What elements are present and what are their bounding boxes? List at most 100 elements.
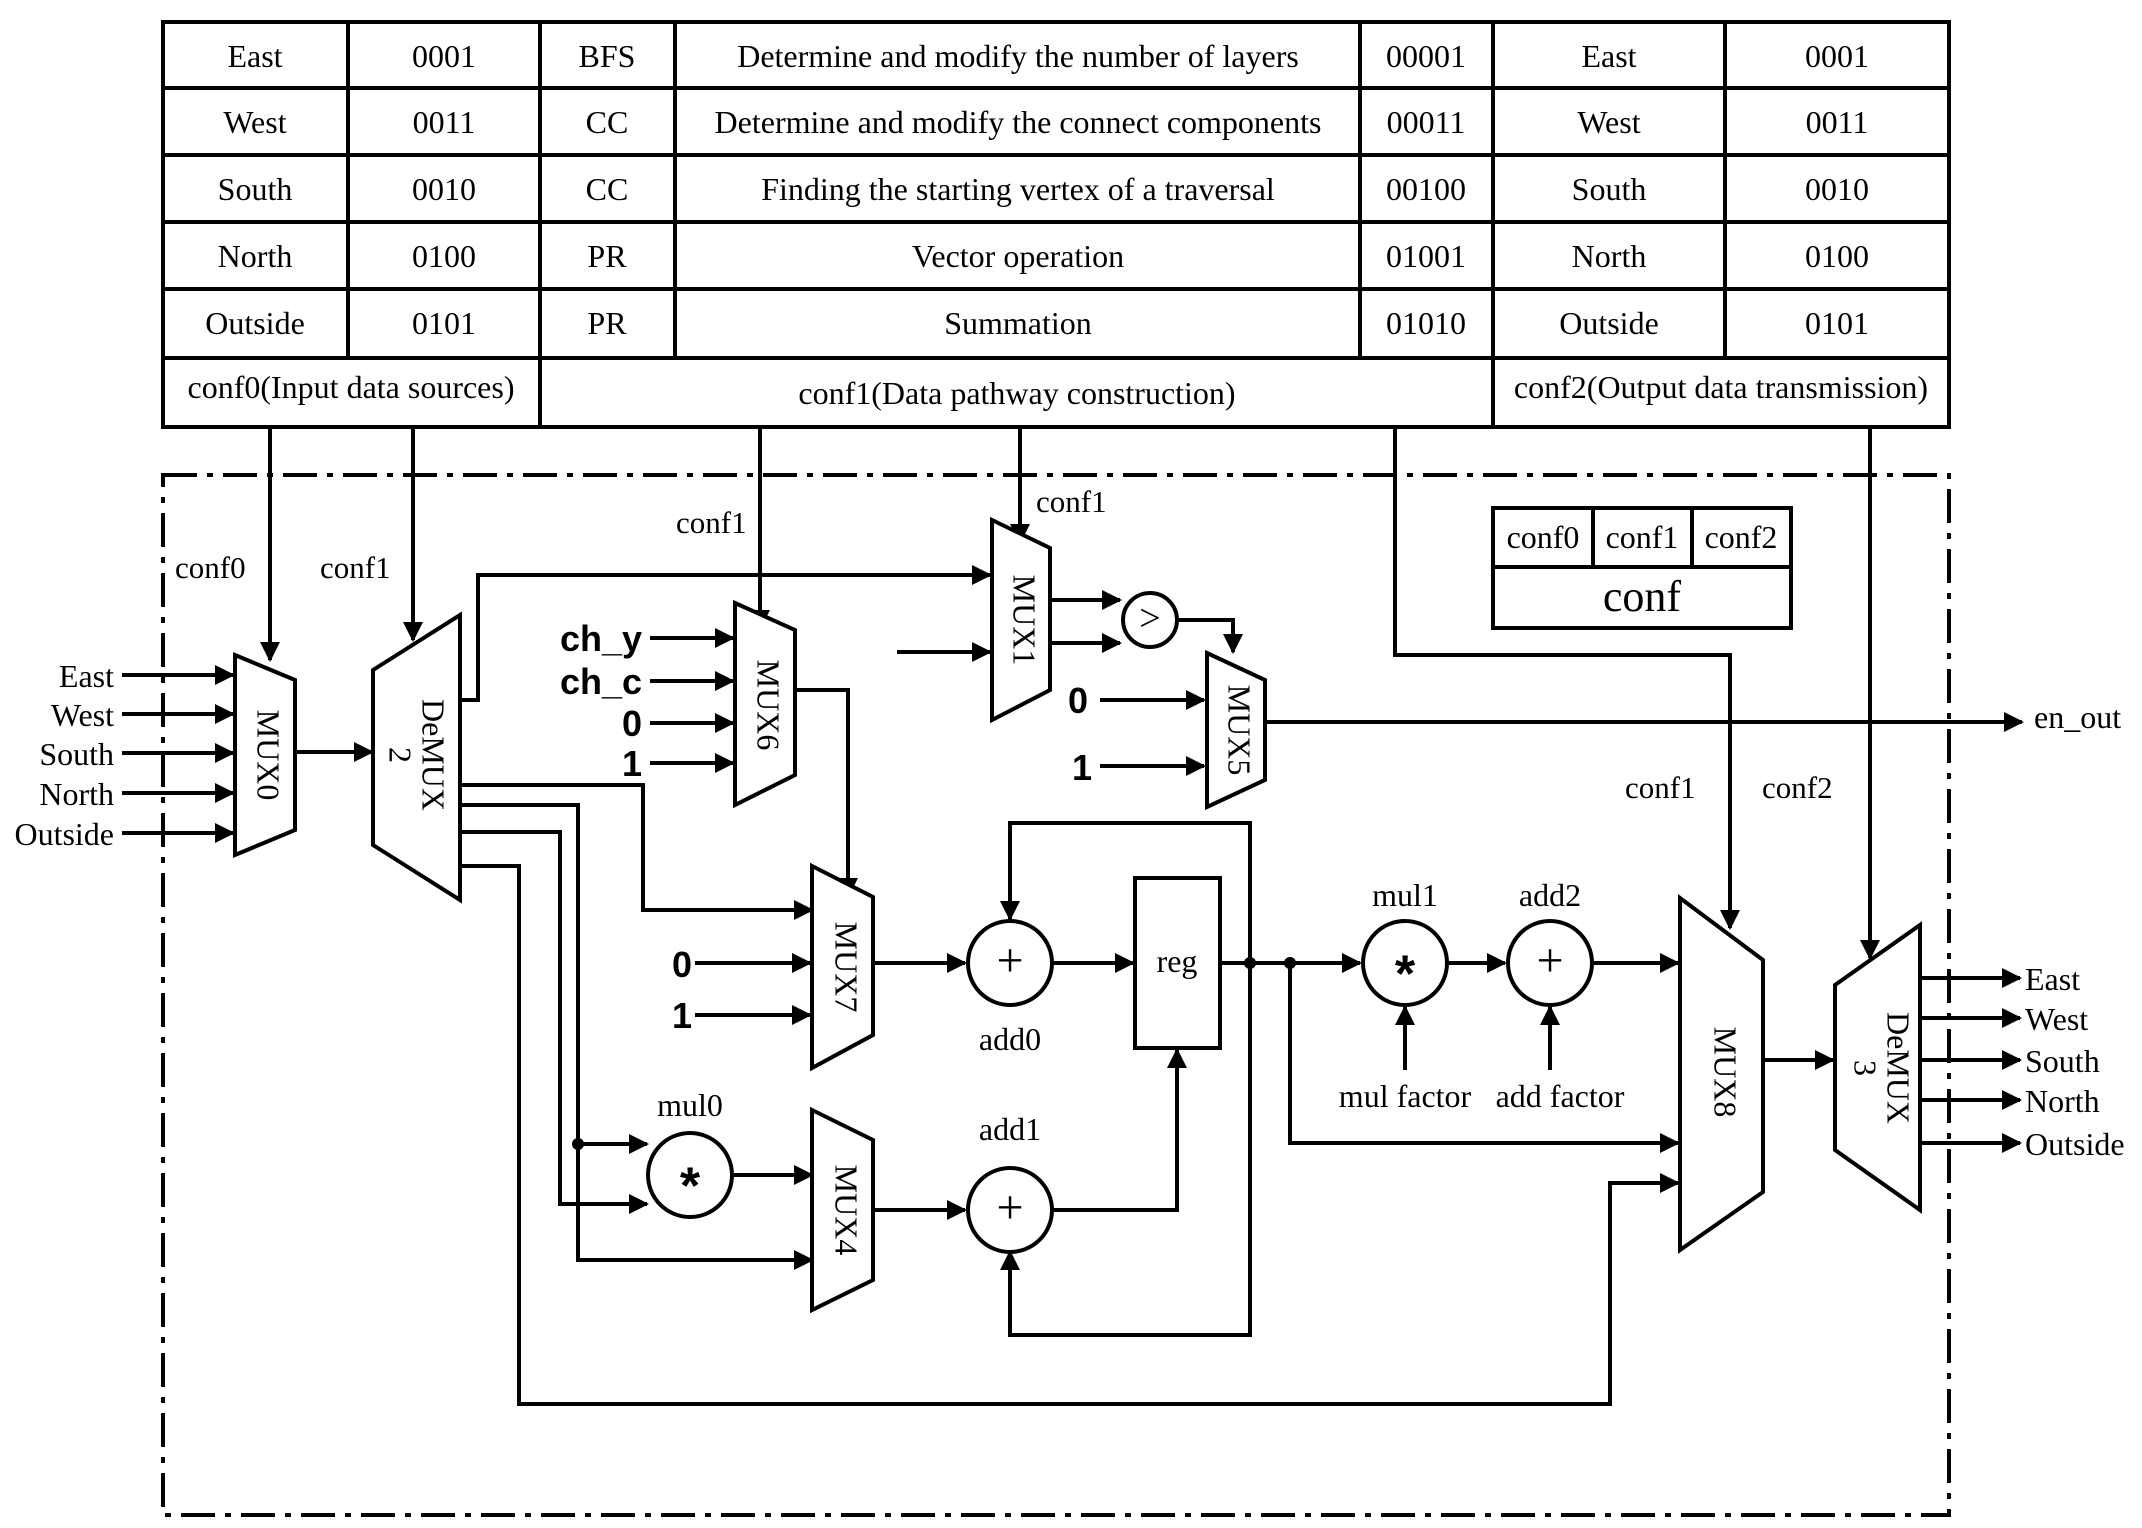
label-conf1-mux6: conf1 (676, 505, 747, 540)
comparator-symbol: > (1139, 598, 1160, 640)
input-east: East (59, 658, 114, 694)
demux2-label: DeMUX (416, 699, 452, 811)
input-ports: East West South North Outside (14, 658, 235, 852)
ch-y-label: ch_y (560, 618, 642, 659)
demux3-label: DeMUX (1881, 1012, 1917, 1124)
reg-label: reg (1157, 943, 1198, 979)
mux6-inputs: ch_y ch_c 0 1 (560, 618, 735, 784)
input-west: West (51, 697, 114, 733)
mux6-block: MUX6 (733, 599, 797, 809)
add2-label: add2 (1519, 877, 1581, 913)
mux7-label: MUX7 (829, 922, 865, 1013)
output-outside: Outside (2025, 1126, 2125, 1162)
table-cell: 01001 (1386, 238, 1466, 274)
table-cell: CC (586, 104, 629, 140)
table-cell: PR (587, 305, 627, 341)
reg-output-wires (1000, 821, 1680, 1337)
table-cell: 01010 (1386, 305, 1466, 341)
add0-symbol: + (996, 934, 1023, 987)
mux8-block: MUX8 (1678, 894, 1765, 1254)
mux6-label: MUX6 (751, 660, 787, 751)
table-cell: 00001 (1386, 38, 1466, 74)
table-cell: PR (587, 238, 627, 274)
mux0-block: MUX0 (233, 652, 297, 858)
table-cell: 0011 (1806, 104, 1869, 140)
output-south: South (2025, 1043, 2100, 1079)
mux8-label: MUX8 (1708, 1027, 1744, 1118)
table-cell: 0010 (1805, 171, 1869, 207)
output-north: North (2025, 1083, 2100, 1119)
table-cell: Outside (1559, 305, 1659, 341)
demux2-block: DeMUX 2 (371, 611, 462, 904)
table-cell: West (223, 104, 286, 140)
table-cell: Determine and modify the number of layer… (737, 38, 1299, 74)
mux7-block: MUX7 (810, 862, 875, 1072)
table-footer-conf2: conf2(Output data transmission) (1514, 369, 1928, 405)
demux3-block: DeMUX 3 (1833, 921, 1922, 1214)
mux5-const-zero: 0 (1068, 680, 1088, 721)
add0-label: add0 (979, 1021, 1041, 1057)
mul0-multiplier: * (646, 1131, 734, 1219)
add1-label: add1 (979, 1111, 1041, 1147)
input-north: North (39, 776, 114, 812)
demux2-index: 2 (383, 747, 419, 763)
add2-symbol: + (1536, 934, 1563, 987)
mux6-const-one: 1 (622, 743, 642, 784)
conf-cell-0: conf0 (1507, 519, 1580, 555)
mux1-block: MUX1 (990, 516, 1052, 724)
table-cell: 0101 (1805, 305, 1869, 341)
input-outside: Outside (14, 816, 114, 852)
table-cell: CC (586, 171, 629, 207)
output-west: West (2025, 1001, 2088, 1037)
mul1-symbol: * (1395, 946, 1416, 1004)
demux3-index: 3 (1848, 1060, 1884, 1076)
mux4-block: MUX4 (810, 1106, 875, 1314)
table-cell: 0101 (412, 305, 476, 341)
add-factor-label: add factor (1496, 1078, 1625, 1114)
table-cell: West (1577, 104, 1640, 140)
mux7-const-one: 1 (672, 995, 692, 1036)
table-cell: BFS (579, 38, 636, 74)
table-cell: North (1572, 238, 1647, 274)
table-footer-conf0: conf0(Input data sources) (188, 369, 515, 405)
table-cell: Outside (205, 305, 305, 341)
output-ports: East West South North Outside (1920, 961, 2125, 1162)
processing-element-boundary (161, 473, 1951, 1517)
table-cell: 00011 (1387, 104, 1466, 140)
table-cell: Finding the starting vertex of a travers… (761, 171, 1275, 207)
table-cell: East (1581, 38, 1636, 74)
mux5-block: MUX5 (1205, 649, 1267, 811)
ch-c-label: ch_c (560, 661, 642, 702)
table-cell: North (218, 238, 293, 274)
mul1-multiplier: * (1361, 919, 1449, 1007)
mul-factor-label: mul factor (1339, 1078, 1472, 1114)
mul0-label: mul0 (657, 1087, 723, 1123)
conf-register-box: conf0 conf1 conf2 conf (1491, 506, 1793, 630)
table-cell: 0100 (1805, 238, 1869, 274)
label-conf1-demux2: conf1 (320, 550, 391, 585)
conf-cell-1: conf1 (1606, 519, 1679, 555)
demux2-outputs (460, 565, 1680, 1406)
mux0-label: MUX0 (251, 710, 287, 801)
table-cell: 00100 (1386, 171, 1466, 207)
label-conf2-demux3: conf2 (1762, 770, 1833, 805)
mul1-label: mul1 (1372, 877, 1438, 913)
label-conf1-mux8: conf1 (1625, 770, 1696, 805)
table-cell: 0100 (412, 238, 476, 274)
table-cell: 0001 (412, 38, 476, 74)
mux4-label: MUX4 (829, 1165, 865, 1256)
reg-block: reg (1133, 876, 1222, 1050)
table-cell: 0001 (1805, 38, 1869, 74)
config-table: East 0001 BFS Determine and modify the n… (161, 20, 1951, 429)
comparator: > (1121, 591, 1179, 649)
mux5-const-one: 1 (1072, 747, 1092, 788)
add1-adder: + (966, 1166, 1054, 1254)
table-cell: Determine and modify the connect compone… (715, 104, 1322, 140)
table-cell: South (218, 171, 293, 207)
table-cell: 0010 (412, 171, 476, 207)
mux1-label: MUX1 (1007, 575, 1043, 666)
label-conf0: conf0 (175, 550, 246, 585)
table-cell: Summation (944, 305, 1092, 341)
table-cell: East (227, 38, 282, 74)
